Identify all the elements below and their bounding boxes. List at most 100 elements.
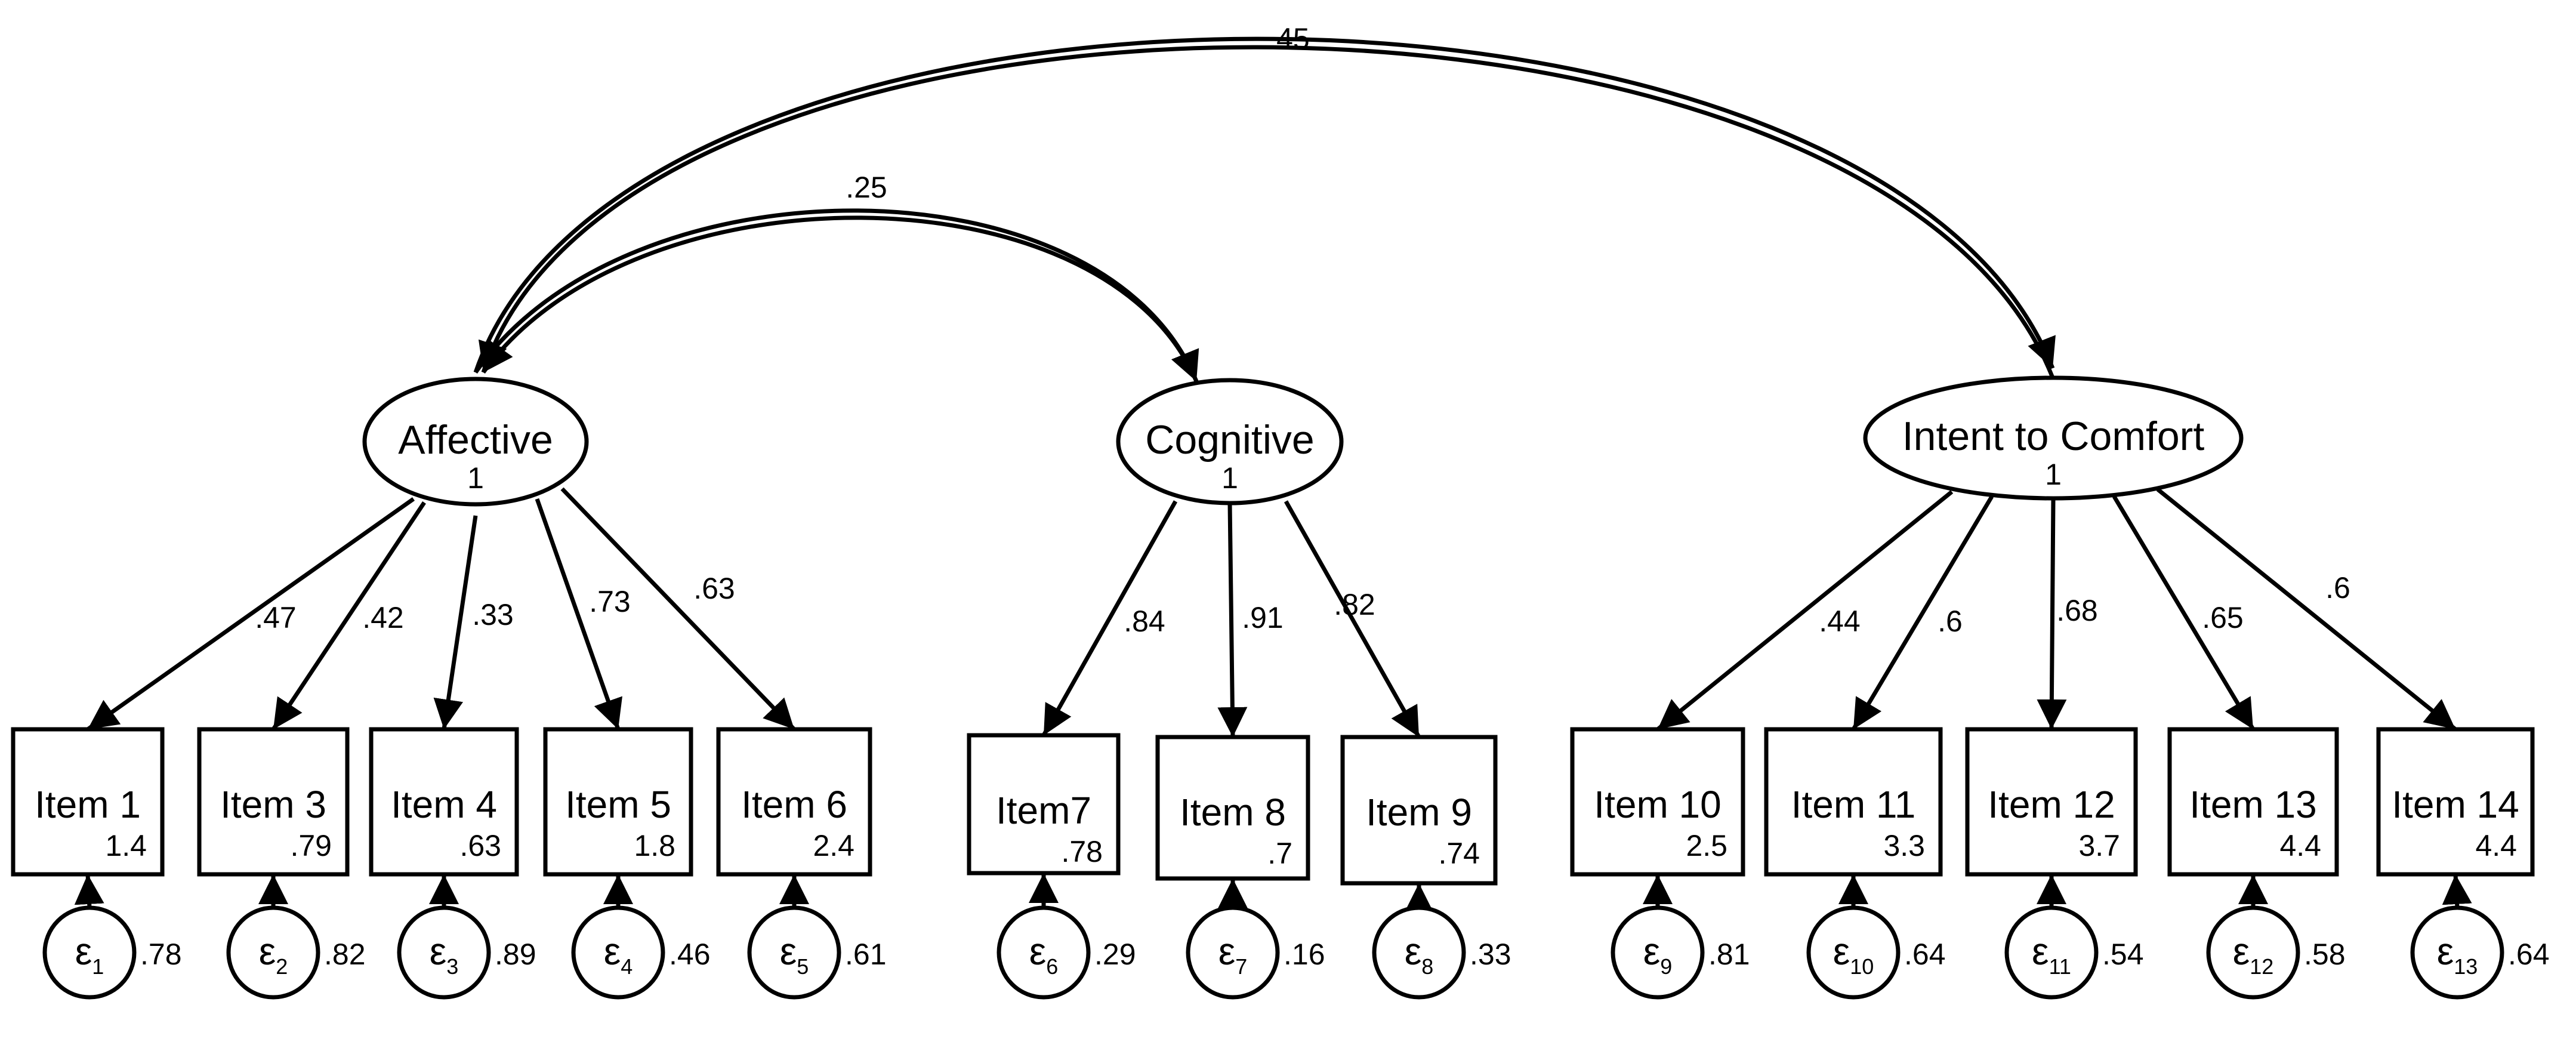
item-box-group: Item 4.63 bbox=[369, 727, 519, 877]
error-index: 10 bbox=[1850, 954, 1874, 979]
loading-arrow bbox=[272, 501, 426, 730]
factor-ellipse bbox=[1116, 378, 1344, 505]
error-label: ε6 bbox=[1029, 930, 1059, 979]
error-variance: .29 bbox=[1094, 938, 1136, 971]
error-term: ε3.89 bbox=[397, 905, 536, 1000]
error-index: 1 bbox=[92, 954, 104, 979]
error-label: ε12 bbox=[2233, 930, 2274, 979]
error-index: 4 bbox=[621, 954, 633, 979]
item-box-group: Item 3.79 bbox=[197, 727, 350, 877]
error-term: ε7.16 bbox=[1186, 905, 1325, 1000]
error-label: ε1 bbox=[75, 930, 104, 979]
item-intercept: 1.8 bbox=[634, 829, 675, 862]
error-index: 11 bbox=[2049, 954, 2071, 979]
loading-label: .68 bbox=[2056, 594, 2098, 627]
factor-name: Cognitive bbox=[1145, 417, 1315, 463]
item-box bbox=[1570, 727, 1745, 877]
item-label: Item 5 bbox=[565, 783, 671, 826]
item-label: Item 1 bbox=[35, 783, 141, 826]
item-label: Item 13 bbox=[2189, 783, 2316, 826]
loading-label: .44 bbox=[1819, 605, 1861, 638]
error-symbol: ε bbox=[75, 930, 92, 973]
loading-arrow bbox=[1217, 503, 1248, 738]
error-index: 2 bbox=[276, 954, 288, 979]
loading-arrow bbox=[86, 497, 415, 731]
error-symbol: ε bbox=[259, 930, 276, 973]
loading-label: .6 bbox=[2325, 571, 2350, 605]
error-index: 12 bbox=[2250, 954, 2273, 979]
item-intercept: .74 bbox=[1438, 837, 1480, 870]
loading-arrow bbox=[433, 515, 478, 730]
item-box bbox=[197, 727, 350, 877]
loading-label: .63 bbox=[693, 572, 735, 605]
error-index: 5 bbox=[797, 954, 809, 979]
item-label: Item 8 bbox=[1180, 791, 1286, 834]
error-circle bbox=[226, 905, 320, 1000]
loading-label: .6 bbox=[1938, 605, 1963, 638]
error-variance: .54 bbox=[2102, 938, 2144, 971]
error-variance: .78 bbox=[140, 938, 182, 971]
factor-ellipse bbox=[1863, 375, 2244, 501]
item-intercept: .7 bbox=[1267, 837, 1292, 870]
error-circle bbox=[2410, 905, 2504, 1000]
item-intercept: 1.4 bbox=[105, 829, 147, 862]
error-symbol: ε bbox=[1029, 930, 1047, 973]
error-circle bbox=[1806, 905, 1901, 1000]
error-label: ε4 bbox=[604, 930, 633, 979]
covariance-arc bbox=[474, 208, 1199, 383]
loading-arrow bbox=[1851, 495, 1994, 730]
error-index: 3 bbox=[446, 954, 458, 979]
error-index: 13 bbox=[2454, 954, 2478, 979]
error-symbol: ε bbox=[2437, 930, 2454, 973]
error-symbol: ε bbox=[430, 930, 447, 973]
factor-variance: 1 bbox=[1221, 461, 1238, 495]
error-term: ε6 .29 bbox=[997, 905, 1136, 1000]
error-label: ε7 bbox=[1218, 930, 1248, 979]
error-label: ε9 bbox=[1643, 930, 1673, 979]
error-variance: .82 bbox=[324, 938, 366, 971]
error-variance: .46 bbox=[669, 938, 711, 971]
error-term: ε10 .64 bbox=[1806, 905, 1946, 1000]
covariance-arc bbox=[473, 36, 2056, 374]
item-intercept: 2.5 bbox=[1686, 829, 1727, 862]
item-box-group: Item 51.8 bbox=[543, 727, 693, 877]
loading-arrow bbox=[2156, 488, 2457, 731]
error-variance: .64 bbox=[1904, 938, 1946, 971]
item-box-group: Item 8.7 bbox=[1155, 735, 1310, 881]
error-label: ε13 bbox=[2437, 930, 2478, 979]
item-box-group: Item 62.4 bbox=[716, 727, 872, 877]
item-label: Item7 bbox=[996, 789, 1091, 832]
item-box bbox=[967, 733, 1121, 876]
error-circle bbox=[397, 905, 491, 1000]
item-intercept: 2.4 bbox=[813, 829, 854, 862]
factor-variance: 1 bbox=[2045, 458, 2062, 491]
item-intercept: .79 bbox=[290, 829, 332, 862]
item-box-group: Item 102.5 bbox=[1570, 727, 1745, 877]
error-index: 8 bbox=[1421, 954, 1433, 979]
item-label: Item 6 bbox=[741, 783, 847, 826]
error-variance: .61 bbox=[845, 938, 887, 971]
item-intercept: .78 bbox=[1061, 835, 1103, 868]
loading-label: .42 bbox=[362, 601, 404, 634]
covariance-label: .25 bbox=[846, 171, 887, 204]
error-label: ε5 bbox=[780, 930, 809, 979]
error-term: ε2 .82 bbox=[226, 905, 366, 1000]
item-box-group: Item 9.74 bbox=[1340, 735, 1498, 886]
item-label: Item 3 bbox=[220, 783, 326, 826]
item-box bbox=[1764, 727, 1943, 877]
error-label: ε10 bbox=[1833, 930, 1874, 979]
loading-label: .33 bbox=[472, 598, 514, 631]
error-term: ε9.81 bbox=[1611, 905, 1750, 1000]
loading-arrow bbox=[535, 498, 622, 730]
loading-label: .91 bbox=[1242, 601, 1284, 634]
loading-arrow bbox=[1041, 500, 1178, 736]
error-symbol: ε bbox=[604, 930, 621, 973]
error-variance: .58 bbox=[2304, 938, 2346, 971]
loading-arrow bbox=[1656, 490, 1954, 731]
item-label: Item 14 bbox=[2392, 783, 2519, 826]
item-box-group: Item 123.7 bbox=[1965, 727, 2138, 877]
item-label: Item 4 bbox=[391, 783, 497, 826]
